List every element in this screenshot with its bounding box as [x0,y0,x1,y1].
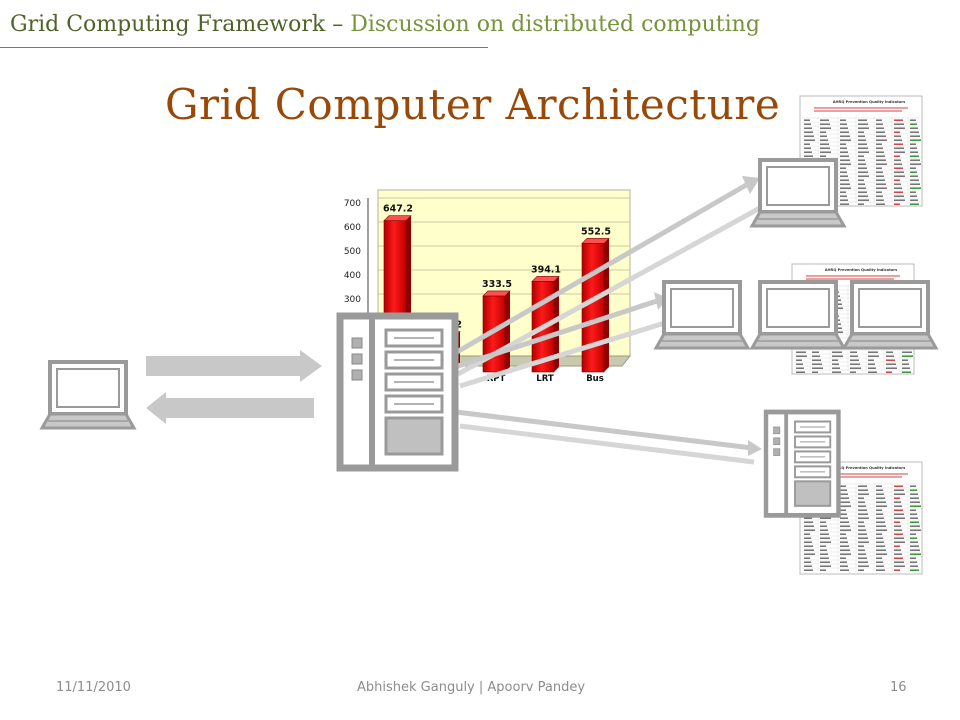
chart-category-label: LRT [536,374,554,384]
chart-y-tick-label: 700 [344,199,361,209]
laptop-icon [750,280,846,350]
laptop-icon [750,158,846,228]
arrow-icon [451,297,661,371]
chart-value-label: 647.2 [383,204,413,215]
chart-category-label: RPT [487,374,506,384]
chart-value-label: 333.5 [482,279,512,290]
header: Grid Computing Framework – Discussion on… [10,12,760,37]
chart-value-label: 552.5 [581,226,611,237]
arrow-icon [146,392,314,424]
arrow-icon [146,350,322,382]
server-rack-icon [766,412,838,515]
chart-y-tick-label: 500 [344,247,361,257]
server-rack-icon [340,316,455,468]
arrow-icon [748,440,762,456]
footer-authors: Abhishek Ganguly | Apoorv Pandey [357,680,586,695]
arrow-icon [448,181,750,359]
arrow-icon [459,319,669,389]
chart-category-labels: RPT LRT Bus [487,374,604,384]
chart-bar-side [505,290,510,372]
page-number: 16 [890,680,907,695]
header-title: Grid Computing Framework [10,12,326,37]
arrow-icon [456,205,762,377]
chart-y-tick-label: 400 [344,271,361,281]
chart-value-label: 394.1 [531,264,561,275]
chart-bar-side [604,238,609,372]
arrow-group [146,176,762,465]
header-separator: – [325,12,351,37]
arrow-icon [459,423,755,465]
chart-y-tick-label: 300 [344,295,361,305]
chart-y-tick-label: 600 [344,223,361,233]
arrow-icon [742,176,760,194]
spreadsheet-icon: AHRQ Prevention Quality Indicators [799,95,923,207]
chart-category-label: Bus [586,374,604,384]
arrow-icon [455,409,753,451]
spreadsheet-title: AHRQ Prevention Quality Indicators [833,466,905,470]
chart-bar-side [554,276,559,372]
header-subtitle: Discussion on distributed computing [350,12,760,37]
header-rule [0,47,488,48]
slide-title: Grid Computer Architecture [165,80,781,129]
footer-date: 11/11/2010 [56,680,131,695]
chart-bar [581,243,605,373]
spreadsheet-title: AHRQ Prevention Quality Indicators [833,100,905,104]
laptop-icon [654,280,750,350]
spreadsheet-title: AHRQ Prevention Quality Indicators [825,268,897,272]
laptop-icon [40,360,136,430]
chart-y-ticks: 700 600 500 400 300 [344,199,361,305]
laptop-icon [842,280,938,350]
